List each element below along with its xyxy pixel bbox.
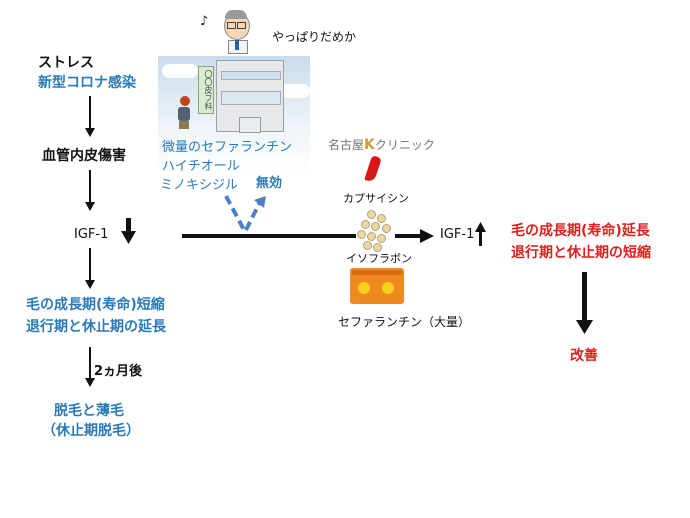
after-two-months-label: 2ヵ月後	[94, 364, 143, 379]
arrow-shortened-to-hairloss	[85, 347, 95, 387]
isoflavone-label: イソフラボン	[346, 252, 412, 265]
capsaicin-label: カプサイシン	[343, 192, 409, 205]
music-note-icon: ♪	[200, 14, 209, 29]
cloud-right	[280, 84, 310, 98]
igf-up-arrow-icon	[475, 222, 486, 246]
ineffective-label: 無効	[256, 176, 283, 191]
cloud-left	[162, 64, 198, 78]
stress-label: ストレス	[38, 55, 94, 71]
cepharanthine-large-label: セファランチン（大量）	[338, 315, 471, 329]
treatment-minoxidil: ミノキシジル	[160, 178, 239, 193]
building	[216, 60, 284, 133]
logo-k: K	[364, 137, 375, 153]
dashed-ineffective-arrow	[224, 195, 266, 231]
arrow-extended-to-improvement	[576, 272, 593, 334]
doctor-illustration	[220, 8, 254, 54]
igf-down-arrow-icon	[121, 218, 136, 244]
treatment-haichiol: ハイチオール	[162, 159, 240, 174]
arrow-covid-to-endothelial	[85, 96, 95, 137]
clinic-sign: 〇〇皮フ科	[198, 66, 214, 114]
k-clinic-logo: 名古屋Kクリニック	[328, 136, 435, 153]
shortened-growth-line1: 毛の成長期(寿命)短縮	[26, 297, 165, 313]
covid-label: 新型コロナ感染	[38, 75, 136, 91]
igf-up-label: IGF-1	[440, 227, 475, 242]
doctor-quote: やっぱりだめか	[272, 30, 357, 44]
soybeans-icon	[355, 210, 395, 252]
logo-suffix: クリニック	[374, 138, 435, 152]
logo-name: 名古屋	[328, 138, 365, 152]
endothelial-damage-label: 血管内皮傷害	[42, 148, 126, 164]
arrow-igf-to-shortened	[85, 248, 95, 289]
extended-growth-line1: 毛の成長期(寿命)延長	[511, 223, 650, 239]
hairloss-line2: （休止期脱毛）	[42, 423, 140, 439]
extended-growth-line2: 退行期と休止期の短縮	[511, 245, 651, 261]
hairloss-line1: 脱毛と薄毛	[54, 403, 124, 419]
cepharanthine-tablets-icon	[350, 268, 404, 304]
shortened-growth-line2: 退行期と休止期の延長	[26, 319, 166, 335]
treatment-cepharanthine-small: 微量のセファランチン	[162, 140, 293, 155]
improvement-label: 改善	[570, 348, 598, 364]
arrow-endothelial-to-igf	[85, 170, 95, 211]
clinic-illustration: 〇〇皮フ科	[158, 56, 310, 174]
arrow-to-igf-up	[395, 229, 434, 243]
igf-down-label: IGF-1	[74, 227, 109, 242]
patient-figure	[178, 96, 190, 129]
